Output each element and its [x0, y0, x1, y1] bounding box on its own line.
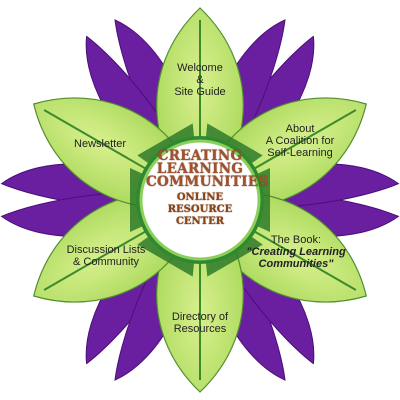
discussion-line-1: Discussion Lists [66, 244, 146, 256]
nav-welcome-link[interactable]: Welcome & Site Guide [158, 62, 242, 98]
about-line-2: A Coalition for [265, 135, 335, 147]
newsletter-line-1: Newsletter [74, 138, 126, 150]
about-line-3: Self-Learning [267, 147, 333, 159]
welcome-line-2: & [196, 74, 204, 86]
nav-about-link[interactable]: About A Coalition for Self-Learning [246, 123, 354, 159]
welcome-line-3: Site Guide [174, 86, 226, 98]
nav-directory-link[interactable]: Directory of Resources [152, 311, 248, 335]
center-title[interactable]: CREATING LEARNING COMMUNITIES ONLINE RES… [146, 148, 269, 228]
discussion-line-2: & Community [72, 256, 140, 268]
about-line-1: About [285, 123, 315, 135]
nav-newsletter-link[interactable]: Newsletter [56, 138, 144, 150]
nav-book-link[interactable]: The Book: "Creating Learning Communities… [236, 234, 356, 270]
nav-discussion-link[interactable]: Discussion Lists & Community [54, 244, 158, 268]
book-line-3: Communities" [258, 258, 334, 270]
directory-line-2: Resources [173, 323, 227, 335]
title-line-3: COMMUNITIES [146, 174, 269, 190]
title-line-2: LEARNING [156, 161, 244, 177]
welcome-line-1: Welcome [177, 62, 223, 74]
subtitle-line-1: ONLINE RESOURCE [167, 192, 233, 215]
book-line-1: The Book: [270, 234, 322, 246]
directory-line-1: Directory of [171, 311, 229, 323]
book-line-2: "Creating Learning [246, 246, 346, 258]
center-ring-inner [139, 139, 261, 261]
subtitle-line-2: CENTER [175, 216, 225, 227]
title-line-1: CREATING [157, 148, 243, 164]
